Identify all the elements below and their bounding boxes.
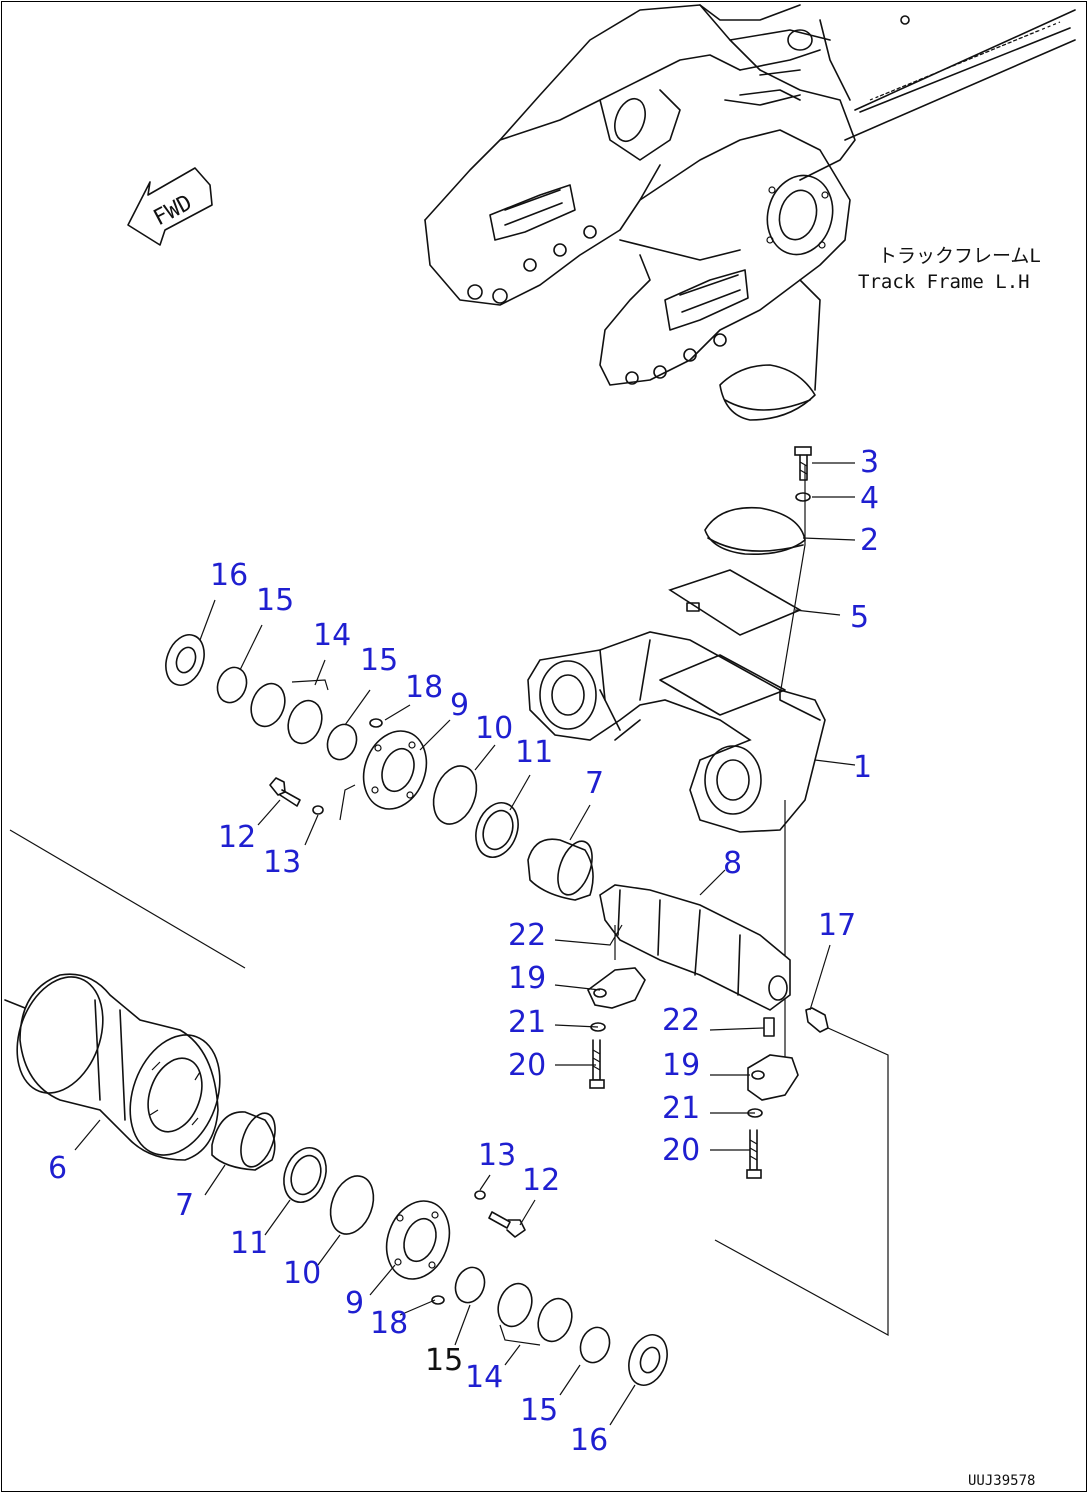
callout-5: 5 (850, 600, 869, 635)
callout-14-upper: 14 (313, 618, 351, 653)
bushing-upper (527, 838, 594, 901)
plug (805, 1007, 829, 1033)
callout-21-left: 21 (508, 1005, 546, 1040)
callout-12-lower: 12 (522, 1163, 560, 1198)
callout-1: 1 (853, 750, 872, 785)
cap-washer (795, 492, 811, 502)
callout-9-upper: 9 (450, 688, 469, 723)
dowel-left (554, 924, 623, 960)
callout-21-right: 21 (662, 1091, 700, 1126)
cap-bolt (794, 446, 812, 481)
floating-seal-upper (250, 679, 329, 745)
o-ring-lower-1 (454, 1266, 486, 1304)
callout-12-upper: 12 (218, 820, 256, 855)
callout-18-upper: 18 (405, 670, 443, 705)
callout-19-right: 19 (662, 1048, 700, 1083)
track-frame-illustration (424, 4, 1076, 421)
callout-22-right: 22 (662, 1003, 700, 1038)
callout-13-upper: 13 (263, 845, 301, 880)
callout-15-upper-2: 15 (360, 643, 398, 678)
callout-18-lower: 18 (370, 1306, 408, 1341)
leader-bracket-right (714, 1027, 889, 1337)
callout-6: 6 (48, 1151, 67, 1186)
callout-20-right: 20 (662, 1133, 700, 1168)
o-ring-upper-1 (216, 666, 248, 704)
bracket-clip-right (747, 1054, 799, 1101)
callout-19-left: 19 (508, 961, 546, 996)
thrust-washer-upper (475, 802, 519, 858)
callout-17: 17 (818, 908, 856, 943)
callout-4: 4 (860, 481, 879, 516)
leader-bracket-12-13 (339, 784, 356, 821)
callout-20-left: 20 (508, 1048, 546, 1083)
leader-vertical-1 (779, 465, 806, 696)
collar-pin-lower (431, 1295, 445, 1305)
seal-lower (628, 1334, 668, 1386)
o-ring-upper-2 (326, 723, 358, 761)
bolt-lower (488, 1211, 526, 1238)
drawing-code: UUJ39578 (968, 1473, 1035, 1489)
bolt-left (589, 1039, 605, 1089)
callout-11-upper: 11 (515, 735, 553, 770)
callout-14-lower: 14 (465, 1360, 503, 1395)
bushing-lower (211, 1111, 276, 1171)
thrust-washer-lower (283, 1147, 327, 1203)
callout-9-lower: 9 (345, 1286, 364, 1321)
callouts: 1 2 3 4 5 6 7 7 8 9 9 10 10 11 11 12 12 … (48, 445, 879, 1458)
callout-15-lower-1: 15 (425, 1343, 463, 1378)
bolt-upper (269, 777, 301, 807)
floating-seal-lower (497, 1282, 573, 1346)
callout-15-lower-2: 15 (520, 1393, 558, 1428)
roller-bracket (527, 631, 826, 833)
dowel-right (763, 1017, 775, 1037)
callout-2: 2 (860, 523, 879, 558)
washer-upper (312, 805, 324, 815)
collar-lower (385, 1200, 451, 1280)
callout-13-lower: 13 (478, 1138, 516, 1173)
frame-label-jp: トラックフレームL (878, 245, 1041, 267)
washer-lower (474, 1190, 486, 1200)
callout-3: 3 (860, 445, 879, 480)
callout-leaders (74, 462, 856, 1426)
collar-upper (362, 730, 428, 810)
callout-16-upper: 16 (210, 558, 248, 593)
bracket-clip-left (586, 967, 646, 1009)
shim-plate (668, 569, 802, 636)
seal-upper (165, 634, 205, 686)
collar-pin-upper (369, 718, 383, 728)
fwd-arrow-icon: FWD (127, 167, 213, 246)
callout-8: 8 (723, 846, 742, 881)
callout-10-upper: 10 (475, 711, 513, 746)
o-ring-lower-2 (579, 1326, 611, 1364)
cap-cover (704, 506, 806, 556)
callout-11-lower: 11 (230, 1226, 268, 1261)
callout-22-left: 22 (508, 918, 546, 953)
callout-7-lower: 7 (175, 1188, 194, 1223)
roller-shaft (599, 884, 791, 1011)
callout-15-upper-1: 15 (256, 583, 294, 618)
callout-10-lower: 10 (283, 1256, 321, 1291)
track-roller (4, 829, 246, 1161)
o-ring-large-upper (432, 765, 478, 825)
callout-16-lower: 16 (570, 1423, 608, 1458)
bolt-right (746, 1129, 762, 1179)
o-ring-large-lower (329, 1175, 375, 1235)
callout-7-upper: 7 (585, 766, 604, 801)
frame-label-en: Track Frame L.H (858, 271, 1030, 293)
